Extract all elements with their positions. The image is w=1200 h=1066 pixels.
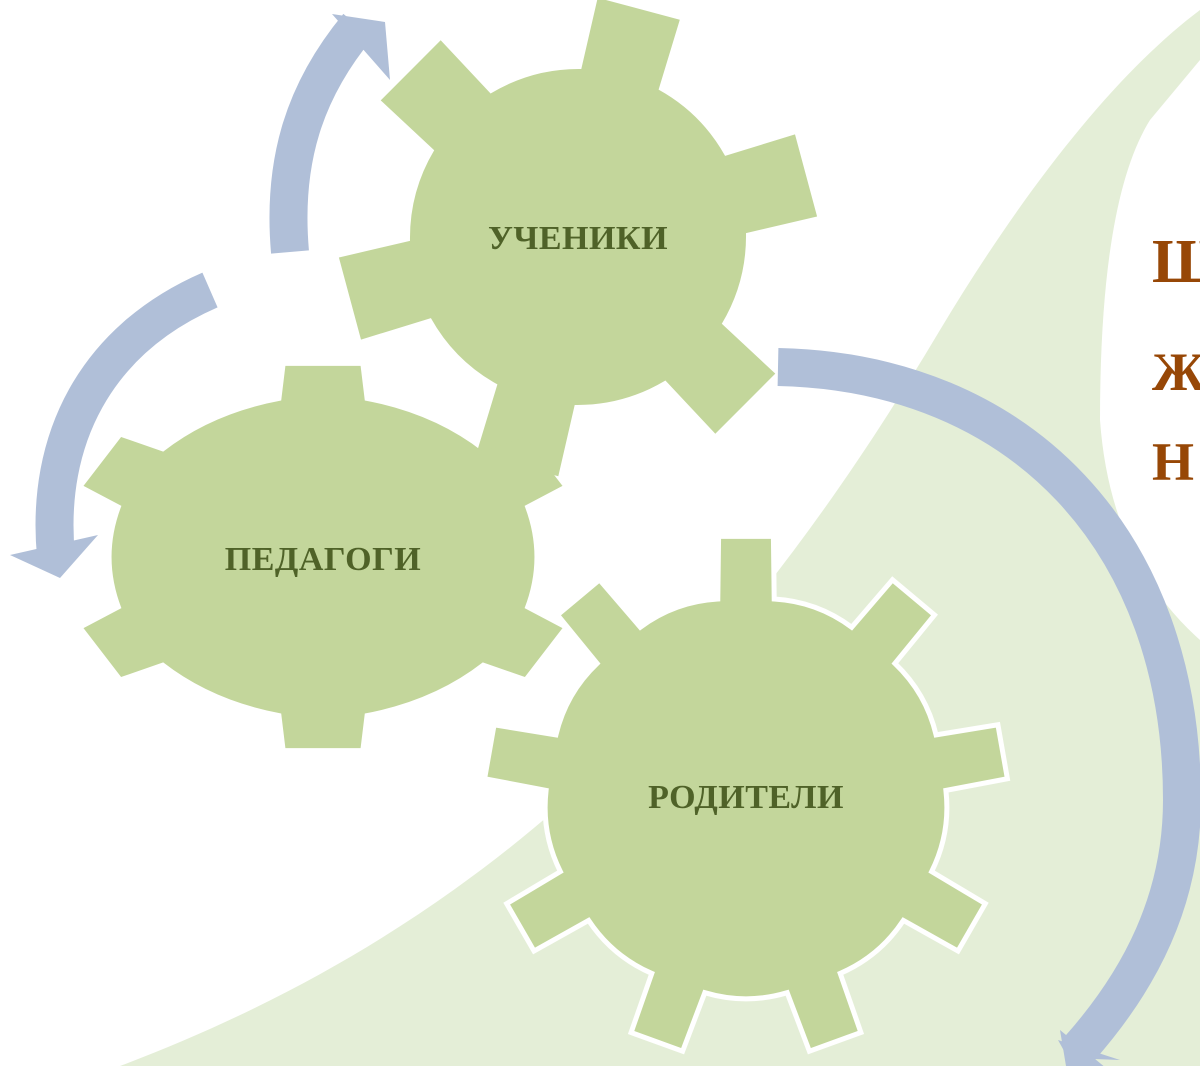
text-panel [1100, 60, 1200, 640]
cycle-arrow-right [777, 348, 1200, 1066]
gear-teachers: ПЕДАГОГИ [83, 365, 563, 749]
cycle-arrow-left [10, 272, 218, 578]
side-text-line-1: Ш [1152, 228, 1200, 296]
cycle-arrow-top [269, 13, 390, 254]
gear-students: УЧЕНИКИ [338, 0, 818, 477]
gear-parents-label: РОДИТЕЛИ [648, 779, 844, 816]
gear-students-label: УЧЕНИКИ [488, 220, 668, 257]
side-text-line-3: Н [1152, 432, 1194, 492]
side-text-line-2: Ж [1152, 342, 1200, 402]
gear-parents: РОДИТЕЛИ [481, 533, 1011, 1055]
gear-teachers-label: ПЕДАГОГИ [225, 541, 421, 578]
